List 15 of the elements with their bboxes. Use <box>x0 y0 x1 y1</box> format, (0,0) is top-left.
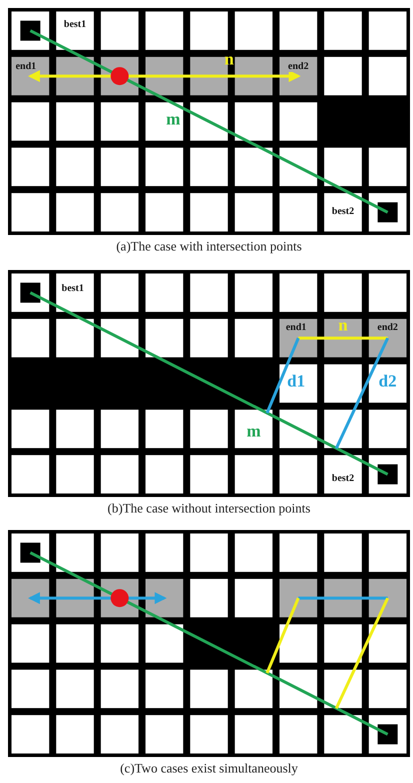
figure-caption: (c)Two cases exist simultaneously <box>120 762 298 775</box>
cell-label: best2 <box>332 207 354 218</box>
line-label: d1 <box>287 372 306 390</box>
figure-caption: (a)The case with intersection points <box>116 240 302 253</box>
cell-label: best1 <box>64 20 86 30</box>
cell-label: best2 <box>332 474 354 484</box>
line-label: m <box>246 422 261 440</box>
figure-caption: (b)The case without intersection points <box>108 502 310 515</box>
line-label: d2 <box>378 372 397 390</box>
line-label: n <box>338 316 348 334</box>
line-label: m <box>166 110 180 128</box>
cell-label: end2 <box>288 62 309 72</box>
cell-label: end1 <box>16 62 36 72</box>
cell-label: best1 <box>62 284 84 294</box>
cell-label: end1 <box>286 322 306 333</box>
